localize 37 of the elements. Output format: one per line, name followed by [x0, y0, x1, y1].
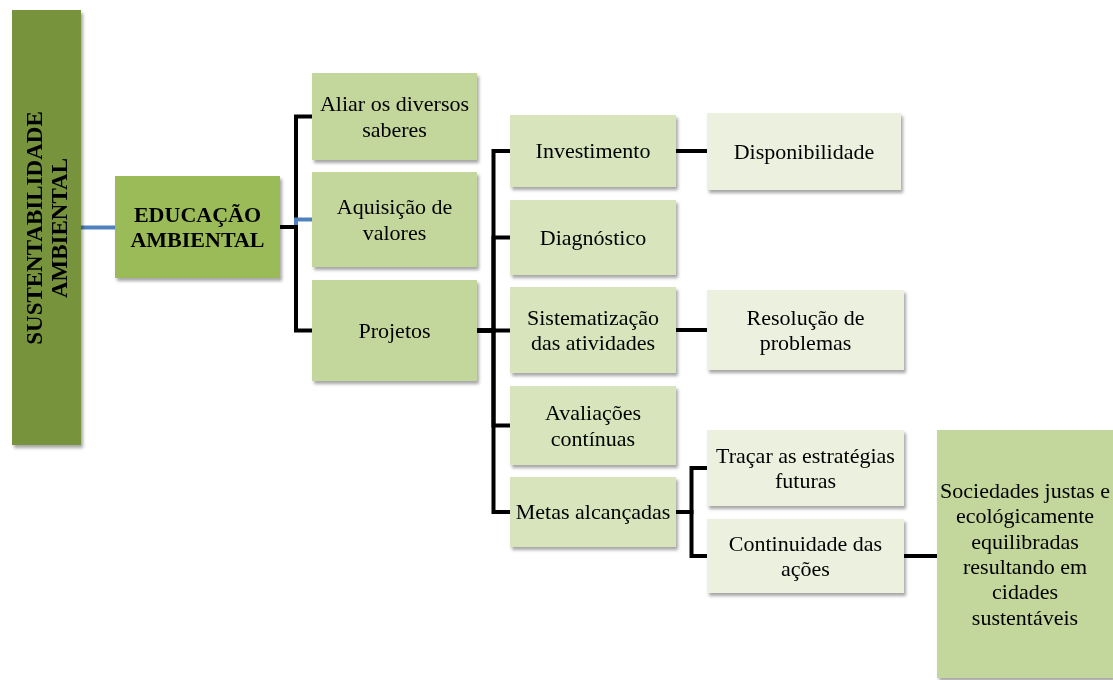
process-box	[312, 73, 477, 160]
node-label: Aquisição de valores	[335, 194, 454, 245]
process-box	[510, 200, 676, 275]
node-label: Disponibilidade	[732, 138, 876, 165]
connector-line	[904, 554, 937, 558]
process-box	[12, 10, 81, 445]
process-box	[115, 176, 280, 278]
node-label: Projetos	[357, 317, 432, 344]
process-box	[312, 172, 477, 267]
connector-line	[676, 510, 707, 558]
node-label: Avaliações contínuas	[543, 400, 643, 451]
process-box	[510, 287, 676, 373]
connector-line	[676, 328, 707, 332]
node-label: Sistematização das atividades	[526, 304, 660, 356]
connector-line	[676, 149, 707, 153]
process-box	[707, 519, 904, 593]
process-box	[312, 280, 477, 381]
process-box	[707, 430, 904, 506]
process-box	[510, 115, 676, 187]
process-box	[707, 113, 901, 190]
process-box	[510, 477, 676, 547]
connector-line	[477, 328, 510, 514]
node-label: Sociedades justas e ecológicamente equilibradas resultando em cidades sustentáveis	[939, 478, 1111, 630]
node-label: Aliar os diversos saberes	[318, 91, 471, 142]
connector-line	[81, 225, 115, 230]
node-label: SUSTENTABILIDADE AMBIENTAL	[21, 109, 72, 347]
connector-line	[280, 225, 312, 333]
node-label: EDUCAÇÃO AMBIENTAL	[129, 201, 266, 253]
node-label: Diagnóstico	[538, 224, 648, 251]
process-box	[937, 430, 1113, 678]
node-label: Investimento	[534, 138, 652, 164]
node-label: Continuidade das ações	[727, 530, 884, 582]
node-label: Traçar as estratégias futuras	[715, 442, 896, 494]
node-label: Metas alcançadas	[514, 499, 672, 525]
process-box	[510, 386, 676, 465]
node-label: Resolução de problemas	[745, 304, 866, 356]
process-box	[707, 290, 904, 370]
